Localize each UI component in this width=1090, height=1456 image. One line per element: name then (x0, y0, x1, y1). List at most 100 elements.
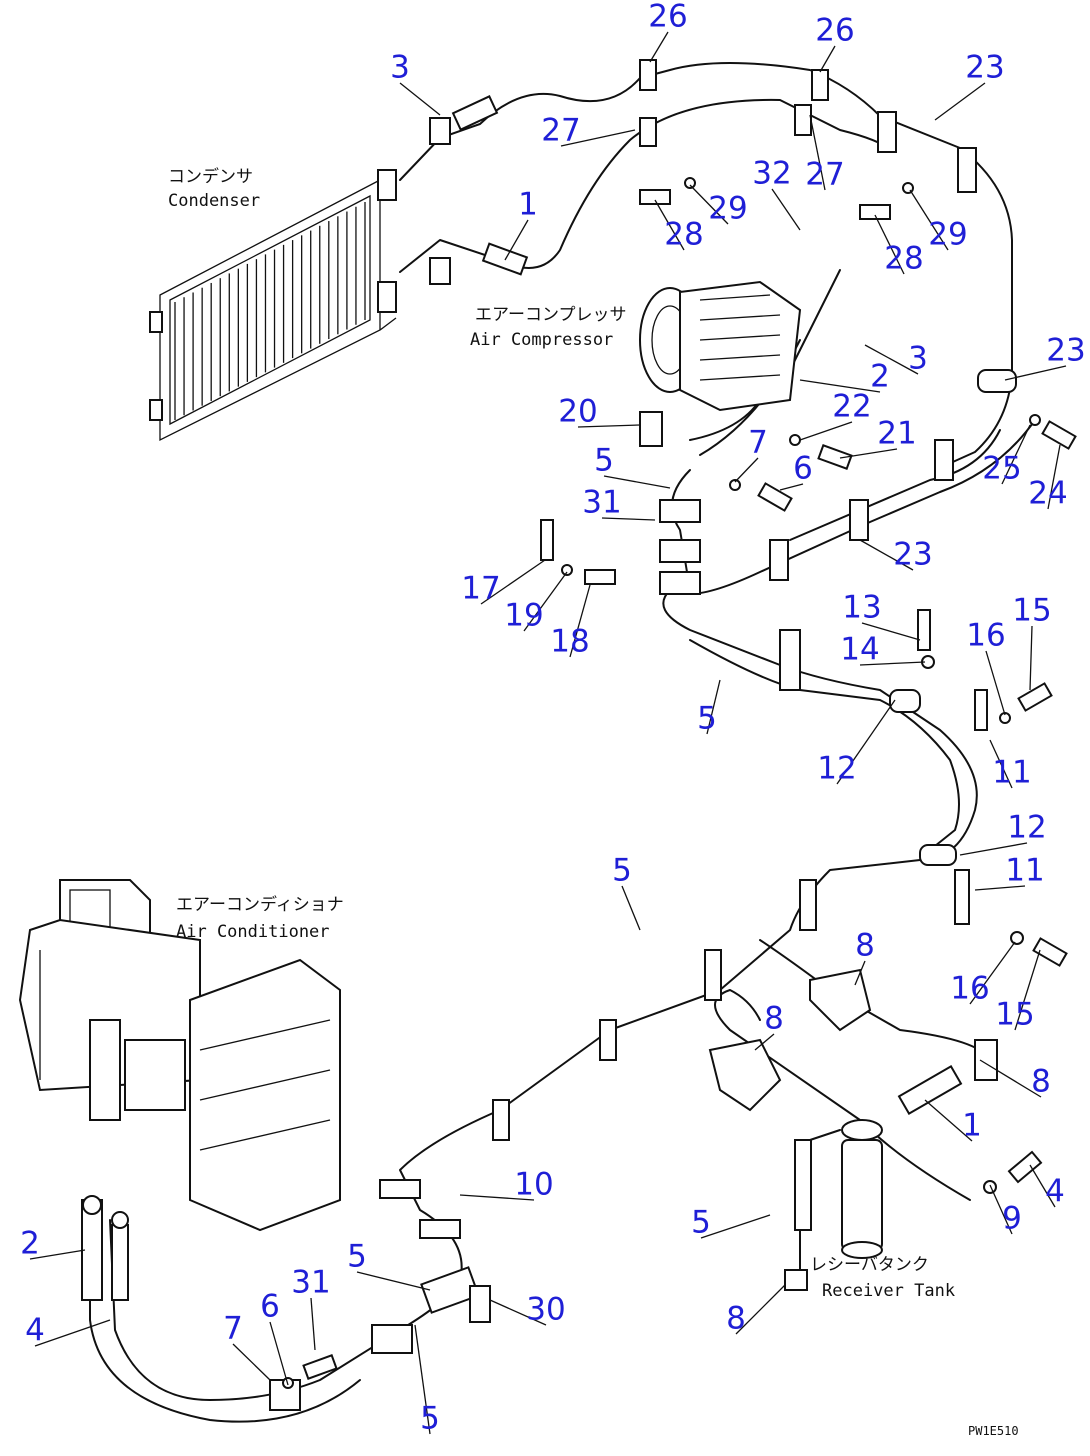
callout-24: 24 (1028, 476, 1067, 512)
leader-line (734, 457, 759, 483)
leader-line (414, 1324, 431, 1435)
condenser-unit (149, 169, 397, 442)
leader-line (459, 1194, 535, 1201)
callout-27: 27 (805, 157, 844, 193)
callout-4: 4 (1045, 1174, 1065, 1210)
callout-21: 21 (877, 416, 916, 452)
callout-25: 25 (982, 451, 1021, 487)
callout-1: 1 (962, 1108, 982, 1144)
callout-26: 26 (815, 13, 854, 49)
callout-23: 23 (893, 537, 932, 573)
leader-line (603, 475, 671, 489)
leader-line (985, 650, 1006, 716)
callout-31: 31 (291, 1265, 330, 1301)
leader-line (269, 1321, 289, 1386)
receiver-tank-label-jp: レシーバタンク (810, 1255, 929, 1275)
leader-line (836, 699, 896, 785)
air-conditioner-unit (18, 879, 341, 1232)
condenser-label-jp: コンデンサ (168, 166, 253, 187)
leader-line (779, 483, 804, 491)
callout-29: 29 (928, 217, 967, 253)
callout-29: 29 (708, 191, 747, 227)
leader-line (523, 571, 568, 632)
callout-28: 28 (664, 217, 703, 253)
air-compressor (639, 280, 802, 412)
leader-line (480, 559, 546, 605)
callout-5: 5 (420, 1401, 440, 1437)
callout-11: 11 (1005, 853, 1044, 889)
callout-7: 7 (223, 1311, 243, 1347)
leader-line (29, 1249, 86, 1260)
leader-line (974, 885, 1026, 891)
callout-20: 20 (558, 394, 597, 430)
leader-line (839, 448, 898, 459)
callout-6: 6 (260, 1289, 280, 1325)
leader-line (799, 379, 881, 393)
callout-4: 4 (25, 1313, 45, 1349)
callout-5: 5 (347, 1239, 367, 1275)
leader-line (689, 184, 729, 225)
leader-line (1029, 625, 1033, 691)
callout-19: 19 (504, 598, 543, 634)
callout-26: 26 (648, 0, 687, 35)
drawing-code: PW1E510 (968, 1424, 1019, 1438)
callout-2: 2 (20, 1226, 40, 1262)
callout-30: 30 (526, 1292, 565, 1328)
callout-22: 22 (832, 389, 871, 425)
air-conditioner-label-jp: エアーコンディショナ (176, 894, 344, 915)
callout-1: 1 (518, 187, 538, 223)
leader-line (706, 679, 721, 735)
leader-line (989, 1184, 1013, 1235)
leader-line (809, 114, 826, 191)
callout-18: 18 (550, 624, 589, 660)
leader-line (861, 622, 921, 641)
leader-line (654, 199, 685, 251)
leader-line (854, 960, 866, 986)
leader-line (577, 424, 641, 428)
leader-line (909, 189, 949, 251)
callout-32: 32 (752, 156, 791, 192)
callout-17: 17 (461, 571, 500, 607)
receiver-tank-label-en: Receiver Tank (822, 1281, 955, 1301)
callout-23: 23 (1046, 333, 1085, 369)
leader-line (1001, 424, 1031, 485)
air-conditioner-label-en: Air Conditioner (176, 922, 330, 942)
callout-15: 15 (995, 997, 1034, 1033)
leader-line (569, 584, 591, 658)
callout-12: 12 (1007, 810, 1046, 846)
leader-line (771, 188, 801, 231)
leader-line (489, 1299, 547, 1326)
callout-14: 14 (840, 632, 879, 668)
callout-16: 16 (950, 971, 989, 1007)
callout-2: 2 (870, 359, 890, 395)
leader-line (819, 45, 836, 73)
leader-line (1004, 365, 1067, 381)
leader-line (924, 1099, 973, 1142)
callout-31: 31 (582, 485, 621, 521)
callout-8: 8 (726, 1301, 746, 1337)
leader-line (934, 82, 986, 121)
callout-7: 7 (748, 425, 768, 461)
callout-5: 5 (594, 443, 614, 479)
callout-28: 28 (884, 241, 923, 277)
air-compressor-label-jp: エアーコンプレッサ (475, 305, 626, 325)
leader-line (959, 842, 1028, 856)
leader-line (735, 1284, 786, 1335)
receiver-tank (841, 1119, 883, 1259)
leader-line (969, 941, 1016, 1005)
leader-line (859, 539, 914, 571)
callout-15: 15 (1012, 593, 1051, 629)
callout-9: 9 (1002, 1201, 1022, 1237)
leader-line (859, 661, 926, 666)
callout-16: 16 (966, 618, 1005, 654)
callout-5: 5 (697, 701, 717, 737)
callout-5: 5 (691, 1205, 711, 1241)
callout-27: 27 (541, 113, 580, 149)
leader-line (874, 214, 905, 275)
callout-3: 3 (390, 50, 410, 86)
leader-line (232, 1343, 271, 1381)
leader-line (799, 421, 853, 441)
leader-line (754, 1033, 775, 1051)
